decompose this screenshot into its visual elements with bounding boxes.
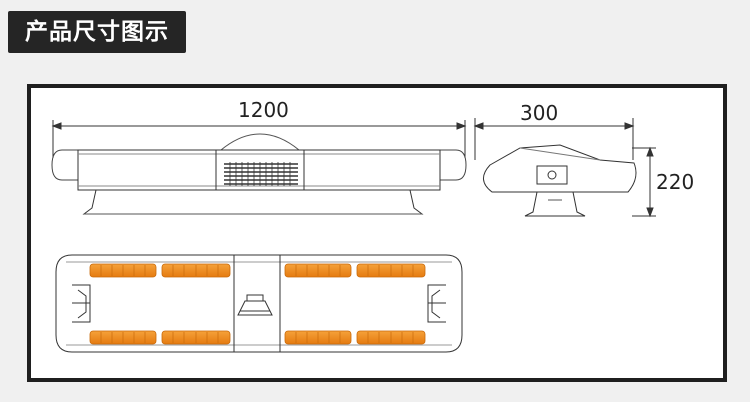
left-corner-light bbox=[72, 284, 91, 323]
center-speaker-module bbox=[215, 149, 305, 191]
right-mount-bracket bbox=[402, 189, 424, 215]
width-dimension-line bbox=[473, 118, 635, 160]
side-profile bbox=[483, 144, 637, 193]
right-corner-light bbox=[427, 284, 446, 323]
right-end-cap bbox=[440, 149, 467, 181]
top-view-outline bbox=[55, 254, 463, 353]
speaker-grille bbox=[224, 163, 298, 185]
center-dome bbox=[220, 133, 300, 151]
side-view bbox=[473, 118, 656, 218]
title-bar: 产品尺寸图示 bbox=[8, 11, 186, 53]
left-end-cap bbox=[51, 149, 78, 181]
front-view bbox=[51, 120, 467, 215]
left-mount-bracket bbox=[82, 189, 97, 215]
side-mount-foot bbox=[524, 191, 586, 217]
length-label: 1200 bbox=[238, 98, 289, 122]
top-view bbox=[55, 254, 463, 353]
side-speaker-lens bbox=[547, 170, 557, 180]
top-view-center-module bbox=[233, 254, 281, 353]
led-dividers bbox=[100, 265, 414, 343]
side-speaker-box bbox=[536, 165, 568, 185]
amber-led-modules bbox=[89, 263, 426, 345]
height-dimension-line bbox=[632, 146, 656, 218]
speaker-horn-icon bbox=[237, 294, 273, 316]
height-label: 220 bbox=[656, 170, 694, 194]
width-label: 300 bbox=[520, 101, 558, 125]
page-title: 产品尺寸图示 bbox=[25, 19, 169, 45]
length-dimension-line bbox=[51, 120, 467, 158]
